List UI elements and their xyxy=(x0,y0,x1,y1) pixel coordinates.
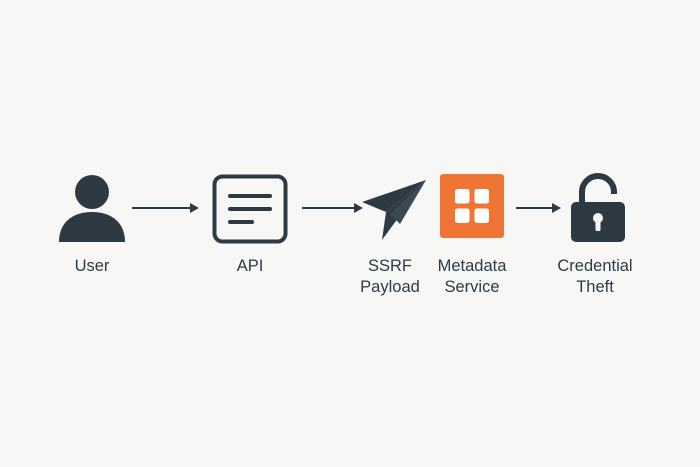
node-label-metadata-line-2: Service xyxy=(444,278,500,296)
node-label-api: API xyxy=(210,256,290,277)
node-label-ssrf: SSRF Payload xyxy=(350,256,430,298)
node-label-user-line-1: User xyxy=(74,257,110,275)
api-document-icon xyxy=(212,174,288,244)
node-label-metadata-line-1: Metadata xyxy=(437,257,507,275)
node-label-api-line-1: API xyxy=(236,257,264,275)
node-label-ssrf-line-1: SSRF xyxy=(367,257,412,275)
padlock-icon xyxy=(571,173,625,242)
node-label-user: User xyxy=(52,256,132,277)
node-label-ssrf-line-2: Payload xyxy=(360,278,420,296)
grid-tile-icon xyxy=(440,174,504,238)
node-label-credential-line-1: Credential xyxy=(557,257,633,275)
user-icon xyxy=(59,175,125,242)
node-label-credential-line-2: Theft xyxy=(576,278,614,296)
arrow-api-to-ssrf xyxy=(302,203,363,213)
arrow-metadata-to-credential xyxy=(516,203,561,213)
paper-plane-icon xyxy=(362,180,426,240)
node-label-metadata: Metadata Service xyxy=(422,256,522,298)
arrow-user-to-api xyxy=(132,203,199,213)
node-label-credential: Credential Theft xyxy=(545,256,645,298)
